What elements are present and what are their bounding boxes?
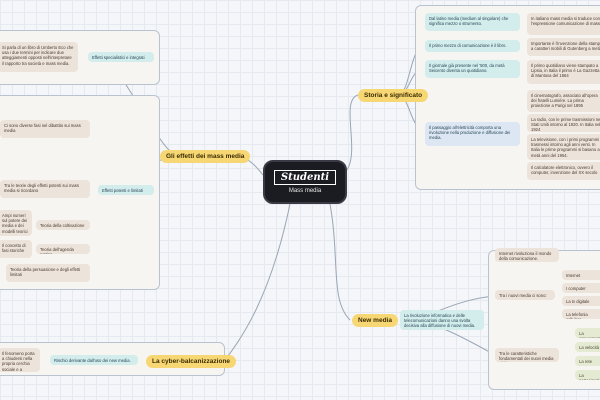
newmedia-item-telefonia[interactable]: La telefonia cellulare xyxy=(562,309,600,319)
effetti-detail-fasi[interactable]: Ci sono diverse fasi nel dibattito sui m… xyxy=(0,120,90,138)
branch-balcan[interactable]: La cyber-balcanizzazione xyxy=(146,355,237,368)
newmedia-char-partecipazione[interactable]: La partecipazione xyxy=(575,370,600,380)
newmedia-item-tv[interactable]: La tv digitale xyxy=(562,296,600,306)
effetti-detail-fasi-storiche[interactable]: Il concetto di fasi storiche xyxy=(0,240,32,258)
storia-node-latino[interactable]: Dal latino media (medium al singolare) c… xyxy=(425,13,520,31)
newmedia-node-rivoluzione[interactable]: La rivoluzione informatica e delle telec… xyxy=(400,310,484,330)
studenti-logo: Studenti xyxy=(273,170,337,185)
newmedia-node-caratteristiche[interactable]: Tra le caratteristiche fondamentali dei … xyxy=(495,348,559,362)
branch-effetti[interactable]: Gli effetti dei mass media xyxy=(160,150,251,163)
storia-detail-computer[interactable]: Il calcolatore elettronico, ovvero il co… xyxy=(527,162,600,180)
newmedia-item-internet[interactable]: Internet xyxy=(562,270,600,280)
central-topic-title: Mass media xyxy=(288,188,322,194)
effetti-detail-coltivazione[interactable]: Teoria della coltivazione xyxy=(36,220,90,230)
storia-node-elettricita[interactable]: Il passaggio all'elettricità comporta un… xyxy=(425,122,520,146)
effetti-detail-teorie[interactable]: Tra le teorie degli effetti potenti sui … xyxy=(0,180,90,198)
storia-detail-latino[interactable]: In italiano mass media si traduce con l'… xyxy=(527,13,600,35)
effetti-node-apocalittici[interactable]: Effetti specialistici e integrati xyxy=(88,52,154,62)
storia-detail-libro[interactable]: Importante è l'invenzione della stampa a… xyxy=(527,38,600,56)
newmedia-char-convergenza[interactable]: La convergenza xyxy=(575,328,600,338)
newmedia-detail-internet[interactable]: Internet rivoluziona il mondo della comu… xyxy=(495,248,559,262)
effetti-detail-modelli[interactable]: Ampi numeri sul potere dei media e dei m… xyxy=(0,210,32,236)
newmedia-node-nuovi[interactable]: Tra i nuovi media ci sono: xyxy=(495,290,555,300)
storia-detail-radio[interactable]: La radio, con le prime trasmissioni nei … xyxy=(527,114,600,132)
storia-detail-televisione[interactable]: La televisione, con i primi programmi tr… xyxy=(527,134,600,160)
effetti-detail-agenda[interactable]: Teoria dell'agenda setting xyxy=(36,244,90,254)
branch-storia[interactable]: Storia e significato xyxy=(358,89,429,102)
storia-node-libro[interactable]: Il primo mezzo di comunicazione è il lib… xyxy=(425,40,520,52)
storia-detail-cinema[interactable]: Il cinematografo, associato all'opera de… xyxy=(527,90,600,112)
effetti-detail-eco[interactable]: Si parla di un libro di Umberto Eco che … xyxy=(0,42,78,72)
storia-node-giornale[interactable]: Il giornale già presente nel '500, da me… xyxy=(425,60,520,78)
newmedia-char-rete[interactable]: La rete xyxy=(575,356,600,366)
balcan-detail-fenomeno[interactable]: Il fenomeno porta a chiudersi nella prop… xyxy=(0,348,40,372)
newmedia-char-velocita[interactable]: La velocità xyxy=(575,342,600,352)
branch-newmedia[interactable]: New media xyxy=(352,314,398,327)
effetti-node-potenti[interactable]: Effetti potenti e limitati xyxy=(98,185,154,195)
central-topic[interactable]: Studenti Mass media xyxy=(263,160,347,204)
newmedia-item-computer[interactable]: I computer xyxy=(562,283,600,293)
storia-detail-giornale[interactable]: Il primo quotidiano viene stampato a Lip… xyxy=(527,60,600,84)
effetti-detail-persuasione[interactable]: Teoria della persuasione e degli effetti… xyxy=(6,264,90,282)
balcan-node-rischio[interactable]: Rischio derivante dall'uso dei new media… xyxy=(50,355,138,365)
